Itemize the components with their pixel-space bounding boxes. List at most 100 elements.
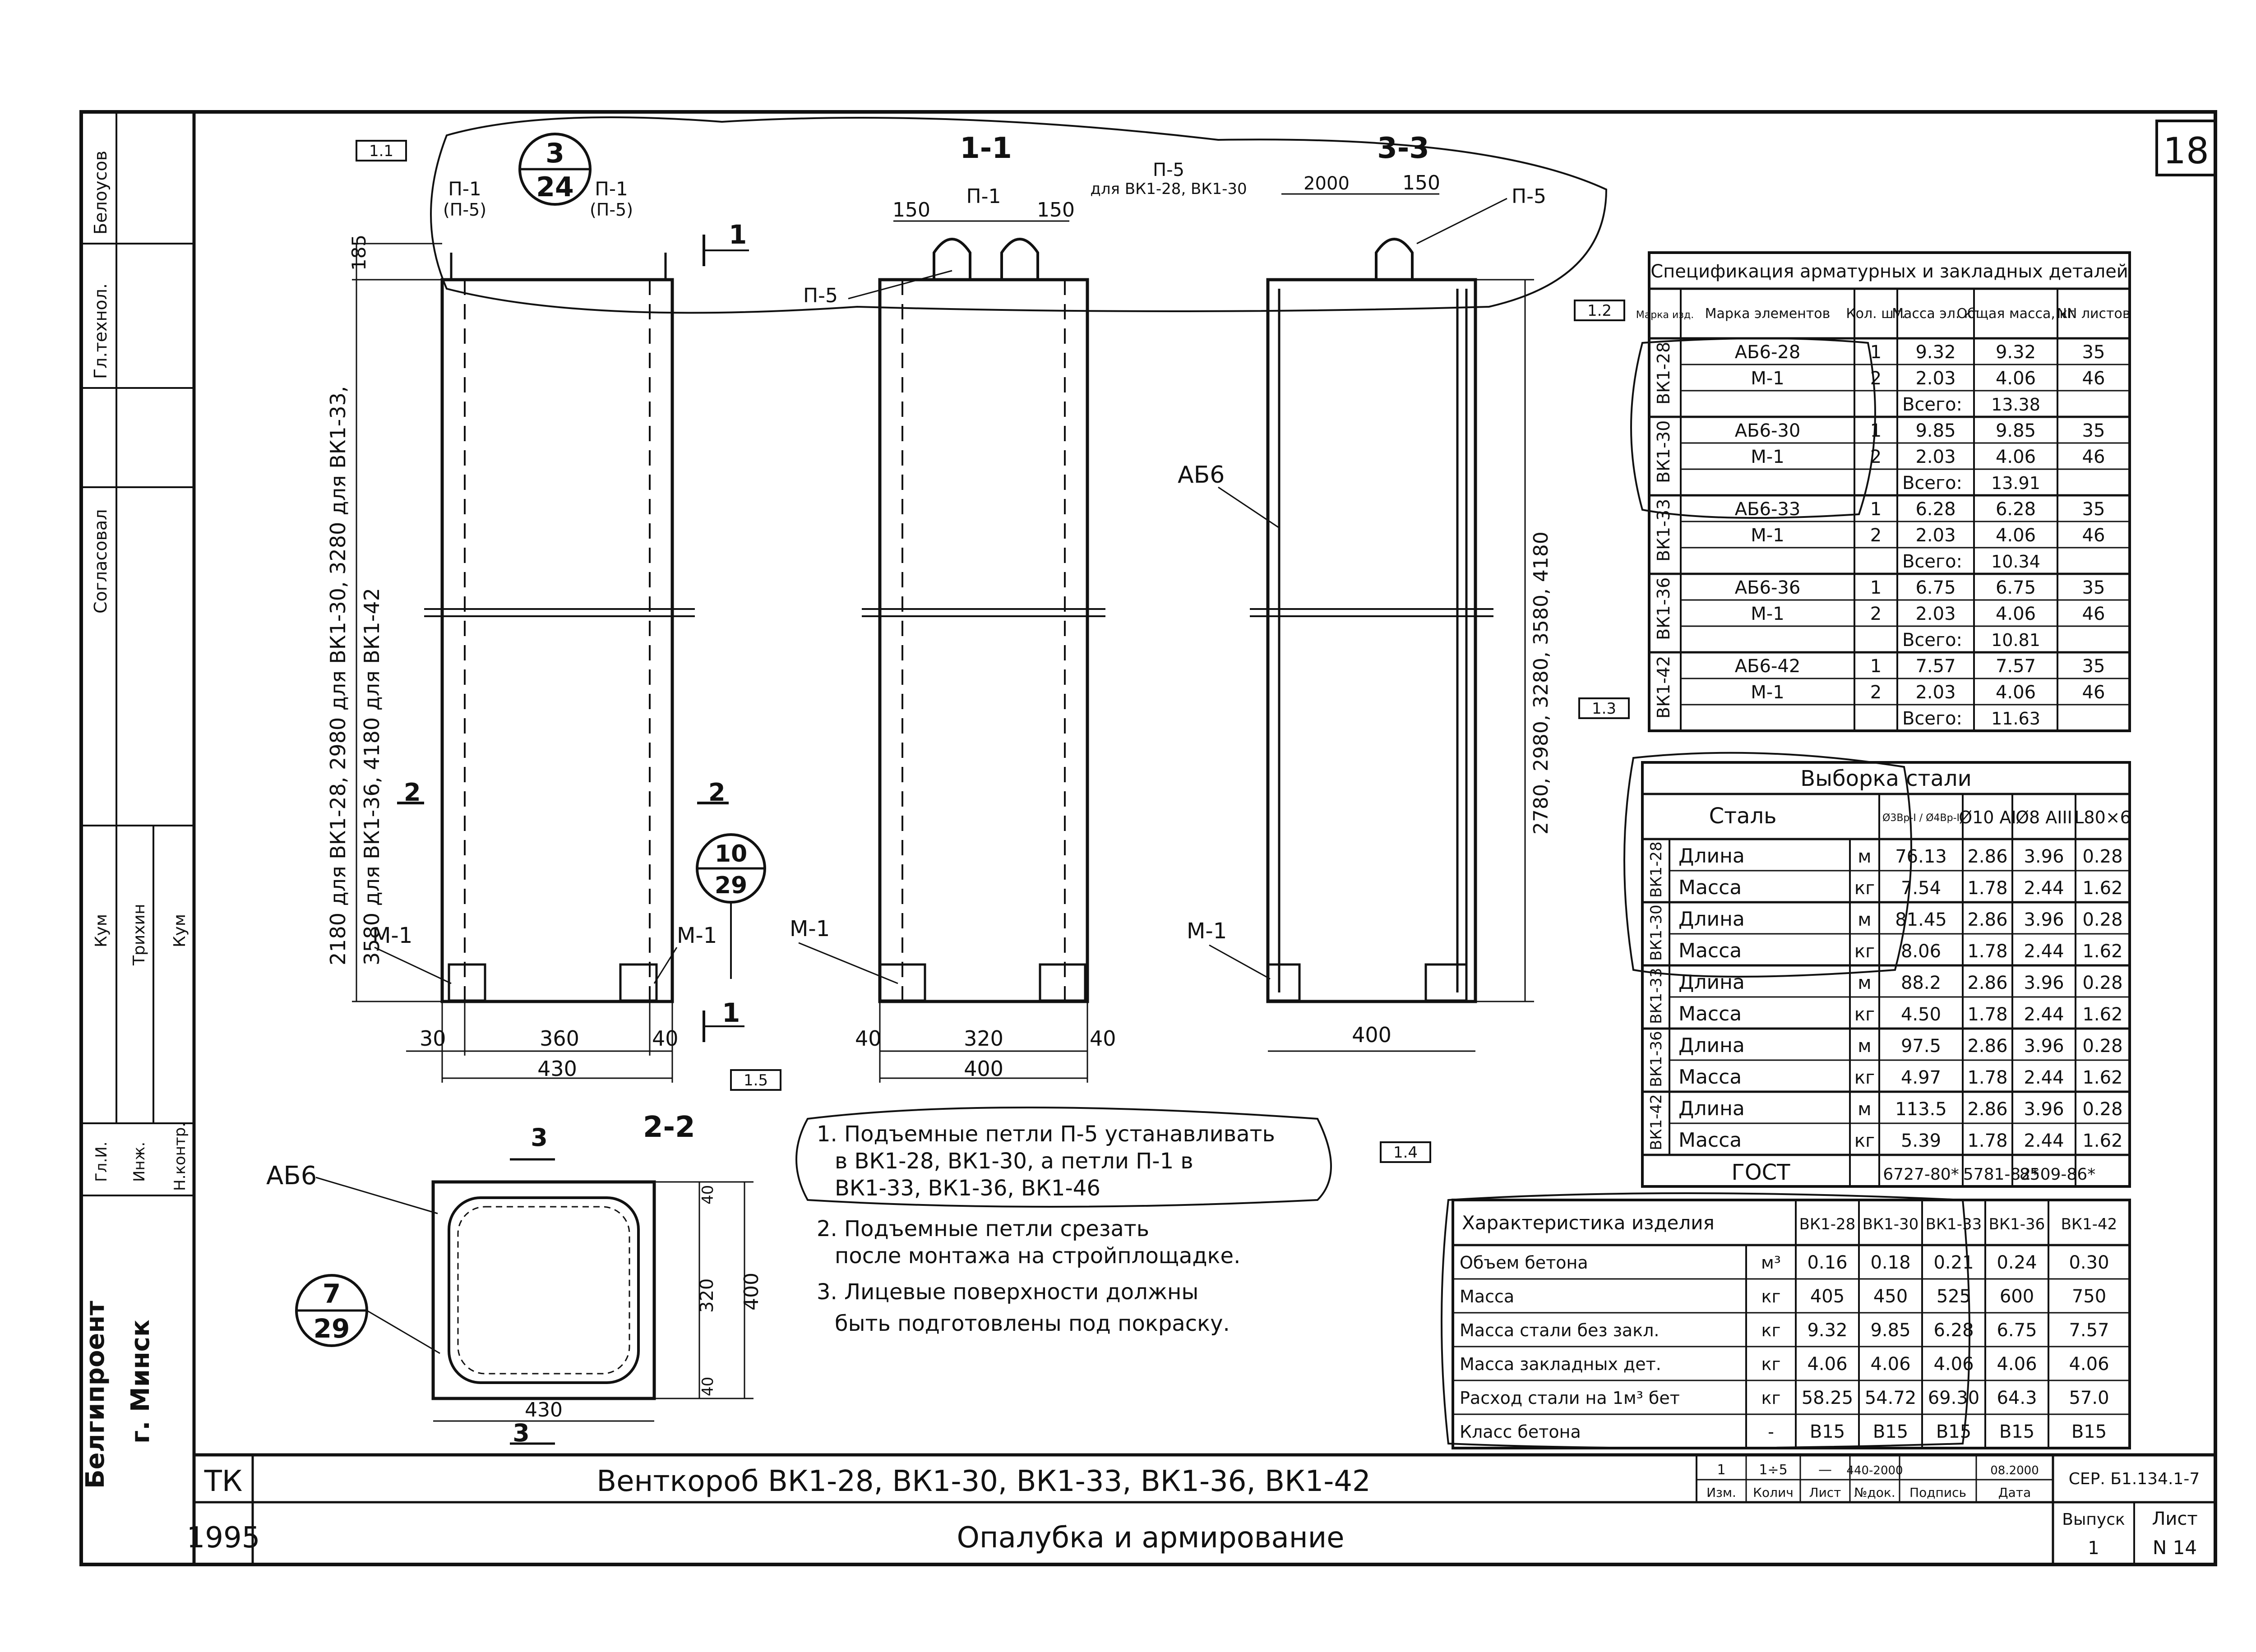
label-p1-left: П-1 (448, 178, 481, 200)
steel-cell: 2.44 (2024, 1067, 2064, 1088)
char-row-label: Масса закладных дет. (1460, 1354, 1661, 1374)
steel-cell: 1.62 (2082, 1067, 2122, 1088)
spec-total-label: Всего: (1902, 551, 1962, 572)
char-cell: 600 (2000, 1286, 2034, 1307)
note-1b: в ВК1-28, ВК1-30, а петли П-1 в (835, 1149, 1193, 1174)
char-row-label: Масса стали без закл. (1460, 1320, 1660, 1340)
spec-header: Марка элементов (1705, 306, 1831, 322)
steel-cell: 5.39 (1901, 1131, 1941, 1151)
steel-col: Ø8 АIII (2016, 808, 2072, 827)
steel-gost: 8509-86* (2020, 1165, 2095, 1184)
section-title-1-1: 1-1 (960, 132, 1012, 165)
revision-cloud-note (795, 1107, 1332, 1208)
dim-2000: 2000 (1304, 173, 1350, 194)
tb-rev-2: — (1818, 1462, 1832, 1478)
spec-cell: 35 (2082, 499, 2105, 520)
char-unit: - (1768, 1422, 1774, 1442)
dim-320-a: 320 (964, 1026, 1003, 1051)
dim-40-c: 40 (1090, 1026, 1116, 1051)
dim-40-plan-b: 40 (699, 1377, 717, 1396)
char-cell: 9.32 (1807, 1320, 1847, 1341)
steel-cell: 3.96 (2024, 1099, 2064, 1120)
spec-cell: 46 (2082, 368, 2105, 389)
dim-185: 185 (348, 235, 370, 271)
dim-400-b: 400 (1352, 1023, 1392, 1047)
tb-revh-5: Дата (1998, 1485, 2031, 1500)
spec-total: 11.63 (1991, 709, 2040, 729)
dim-40-b: 40 (855, 1026, 882, 1051)
label-m1-d: М-1 (1187, 918, 1227, 944)
title-block (194, 1453, 2215, 1564)
steel-cell: 0.28 (2082, 1036, 2122, 1057)
svg-text:29: 29 (314, 1313, 350, 1344)
char-cell: 7.57 (2069, 1320, 2109, 1341)
spec-header: NN листов (2057, 306, 2130, 322)
tb-revh-0: Изм. (1706, 1485, 1736, 1500)
plan-section-view (431, 1158, 754, 1445)
tb-rev-1: 1÷5 (1759, 1462, 1787, 1478)
spec-cell: 46 (2082, 604, 2105, 624)
spec-cell: М-1 (1751, 682, 1784, 703)
spec-cell: 4.06 (1996, 682, 2036, 703)
steel-cell: 1.62 (2082, 941, 2122, 962)
char-cell: 450 (1873, 1286, 1908, 1307)
org-city: г. Минск (126, 1320, 155, 1444)
spec-cell: М-1 (1751, 368, 1784, 389)
tb-issue-label: Выпуск (2062, 1510, 2125, 1529)
cut-mark-1-bottom: 1 (703, 997, 744, 1042)
section-title-2-2: 2-2 (643, 1111, 695, 1144)
tb-revh-2: Лист (1809, 1485, 1841, 1500)
steel-cell: 8.06 (1901, 941, 1941, 962)
char-cell: 0.21 (1933, 1252, 1974, 1273)
note-2: 2. Подъемные петли срезать (817, 1216, 1149, 1241)
char-unit: кг (1761, 1354, 1781, 1374)
sheet-number: 18 (2163, 130, 2209, 172)
spec-cell: 9.32 (1996, 342, 2036, 363)
spec-title: Спецификация арматурных и закладных дета… (1650, 261, 2128, 282)
steel-cell: 2.86 (1967, 909, 2007, 930)
char-cell: 57.0 (2069, 1388, 2109, 1408)
steel-col: Ø10 АI (1959, 808, 2016, 827)
steel-cell: 0.28 (2082, 909, 2122, 930)
marker-1-2: 1.2 (1574, 300, 1625, 321)
cut-mark-3-top: 3 (531, 1123, 548, 1152)
spec-total: 10.34 (1991, 552, 2040, 572)
steel-cell: 81.45 (1895, 909, 1947, 930)
label-p5-b: П-5 (1512, 185, 1546, 208)
callout-10-29: 10 29 (696, 833, 766, 979)
spec-cell: 46 (2082, 525, 2105, 546)
char-cell: 405 (1810, 1286, 1845, 1307)
char-unit: кг (1761, 1320, 1781, 1340)
spec-total-label: Всего: (1902, 708, 1962, 729)
steel-cell: 1.62 (2082, 878, 2122, 899)
steel-row-label: Длина (1678, 844, 1745, 868)
steel-cell: 3.96 (2024, 973, 2064, 993)
spec-cell: 6.28 (1915, 499, 1956, 520)
callout-3-24: 3 24 (518, 133, 592, 206)
revision-cloud-steel (1623, 752, 1912, 978)
spec-cell: 2 (1870, 368, 1882, 389)
spec-cell: АБ6-42 (1735, 656, 1801, 677)
steel-unit: кг (1854, 941, 1875, 962)
svg-text:29: 29 (715, 872, 747, 899)
dim-40-a: 40 (652, 1026, 679, 1051)
label-p1sub-right: (П-5) (590, 200, 633, 220)
strip-name-1: Кум (92, 914, 111, 947)
char-cell: 0.18 (1870, 1252, 1910, 1273)
tb-title-2: Опалубка и армирование (957, 1521, 1344, 1555)
dim-320-plan: 320 (697, 1278, 717, 1313)
spec-cell: 9.85 (1915, 420, 1956, 441)
spec-cell: 2.03 (1915, 604, 1956, 624)
spec-cell: 1 (1870, 420, 1882, 441)
char-col: ВК1-36 (1989, 1215, 2045, 1233)
spec-total-label: Всего: (1902, 630, 1962, 651)
label-m1-b: М-1 (677, 923, 717, 948)
steel-mark: ВК1-33 (1647, 968, 1665, 1024)
svg-text:24: 24 (536, 171, 574, 203)
cut-mark-2-right: 2 (697, 778, 729, 807)
steel-row-label: Длина (1678, 908, 1745, 931)
vertical-note-right: 2780, 2980, 3280, 3580, 4180 (1530, 531, 1553, 835)
steel-cell: 1.78 (1967, 1131, 2007, 1151)
char-title: Характеристика изделия (1462, 1212, 1715, 1234)
steel-cell: 2.86 (1967, 1099, 2007, 1120)
